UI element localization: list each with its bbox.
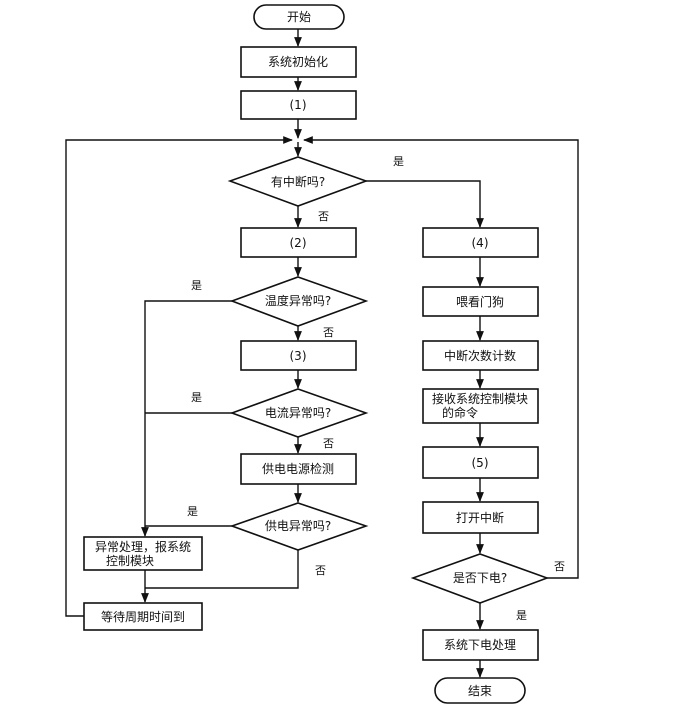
- power-abnormal-decision: [229, 502, 369, 551]
- edge-label-power-down-yes: 是: [516, 609, 527, 622]
- has-interrupt-label: 有中断吗?: [271, 174, 325, 189]
- edge-label-has-interrupt-no: 否: [318, 210, 329, 223]
- temp-abnormal-label: 温度异常吗?: [265, 293, 331, 308]
- int-count-box: [422, 340, 539, 371]
- arrow-has-interrupt-yes: [366, 180, 484, 228]
- init-box: [240, 46, 357, 78]
- edge-label-has-interrupt-yes: 是: [393, 155, 404, 168]
- step4-box: [422, 227, 539, 258]
- power-down-decision: [410, 553, 550, 604]
- step1-label: (1): [290, 98, 307, 112]
- power-down-proc-box: [422, 629, 539, 661]
- step3-label: (3): [290, 349, 307, 363]
- current-abnormal-decision: [229, 388, 369, 438]
- exception-label-line1: 异常处理，报系统: [95, 539, 191, 554]
- power-check-label: 供电电源检测: [262, 461, 334, 476]
- power-down-proc-label: 系统下电处理: [444, 638, 516, 652]
- arrow-power-down-no-loop: [303, 136, 579, 579]
- open-int-label: 打开中断: [456, 510, 504, 525]
- start-terminal: [253, 4, 345, 30]
- open-int-box: [422, 501, 539, 534]
- power-abnormal-label: 供电异常吗?: [265, 519, 331, 533]
- feed-dog-label: 喂看门狗: [456, 294, 504, 309]
- step1-box: [240, 90, 357, 120]
- edge-label-power-no: 否: [315, 564, 326, 577]
- edge-label-temp-yes: 是: [191, 279, 202, 292]
- init-label: 系统初始化: [268, 55, 328, 69]
- has-interrupt-decision: [227, 156, 369, 207]
- temp-abnormal-decision: [229, 276, 369, 327]
- feed-dog-box: [422, 286, 539, 317]
- recv-cmd-label-line2: 的命令: [442, 405, 478, 420]
- exception-box: [83, 536, 203, 571]
- edge-label-power-down-no: 否: [554, 560, 565, 573]
- arrow-wait-loop-back: [65, 136, 293, 617]
- end-label: 结束: [468, 684, 492, 698]
- edge-label-temp-no: 否: [323, 326, 334, 339]
- edge-label-current-yes: 是: [191, 391, 202, 404]
- connectors: [65, 29, 579, 678]
- exception-label-line2: 控制模块: [106, 554, 154, 568]
- arrow-temp-yes: [141, 300, 232, 537]
- power-down-label: 是否下电?: [453, 571, 507, 585]
- recv-cmd-label-line1: 接收系统控制模块: [432, 391, 528, 406]
- end-terminal: [434, 677, 526, 704]
- step4-label: (4): [472, 236, 489, 250]
- wait-label: 等待周期时间到: [101, 610, 185, 624]
- wait-box: [83, 602, 203, 631]
- edge-label-current-no: 否: [323, 437, 334, 450]
- arrow-power-no: [145, 550, 299, 589]
- recv-cmd-box: [422, 388, 539, 424]
- step5-label: (5): [472, 456, 489, 470]
- start-label: 开始: [287, 10, 311, 24]
- current-abnormal-label: 电流异常吗?: [265, 406, 331, 420]
- step2-label: (2): [290, 236, 307, 250]
- step5-box: [422, 446, 539, 479]
- int-count-label: 中断次数计数: [444, 348, 516, 363]
- edge-label-power-yes: 是: [187, 505, 198, 518]
- power-check-box: [240, 453, 357, 485]
- step3-box: [240, 340, 357, 371]
- step2-box: [240, 227, 357, 258]
